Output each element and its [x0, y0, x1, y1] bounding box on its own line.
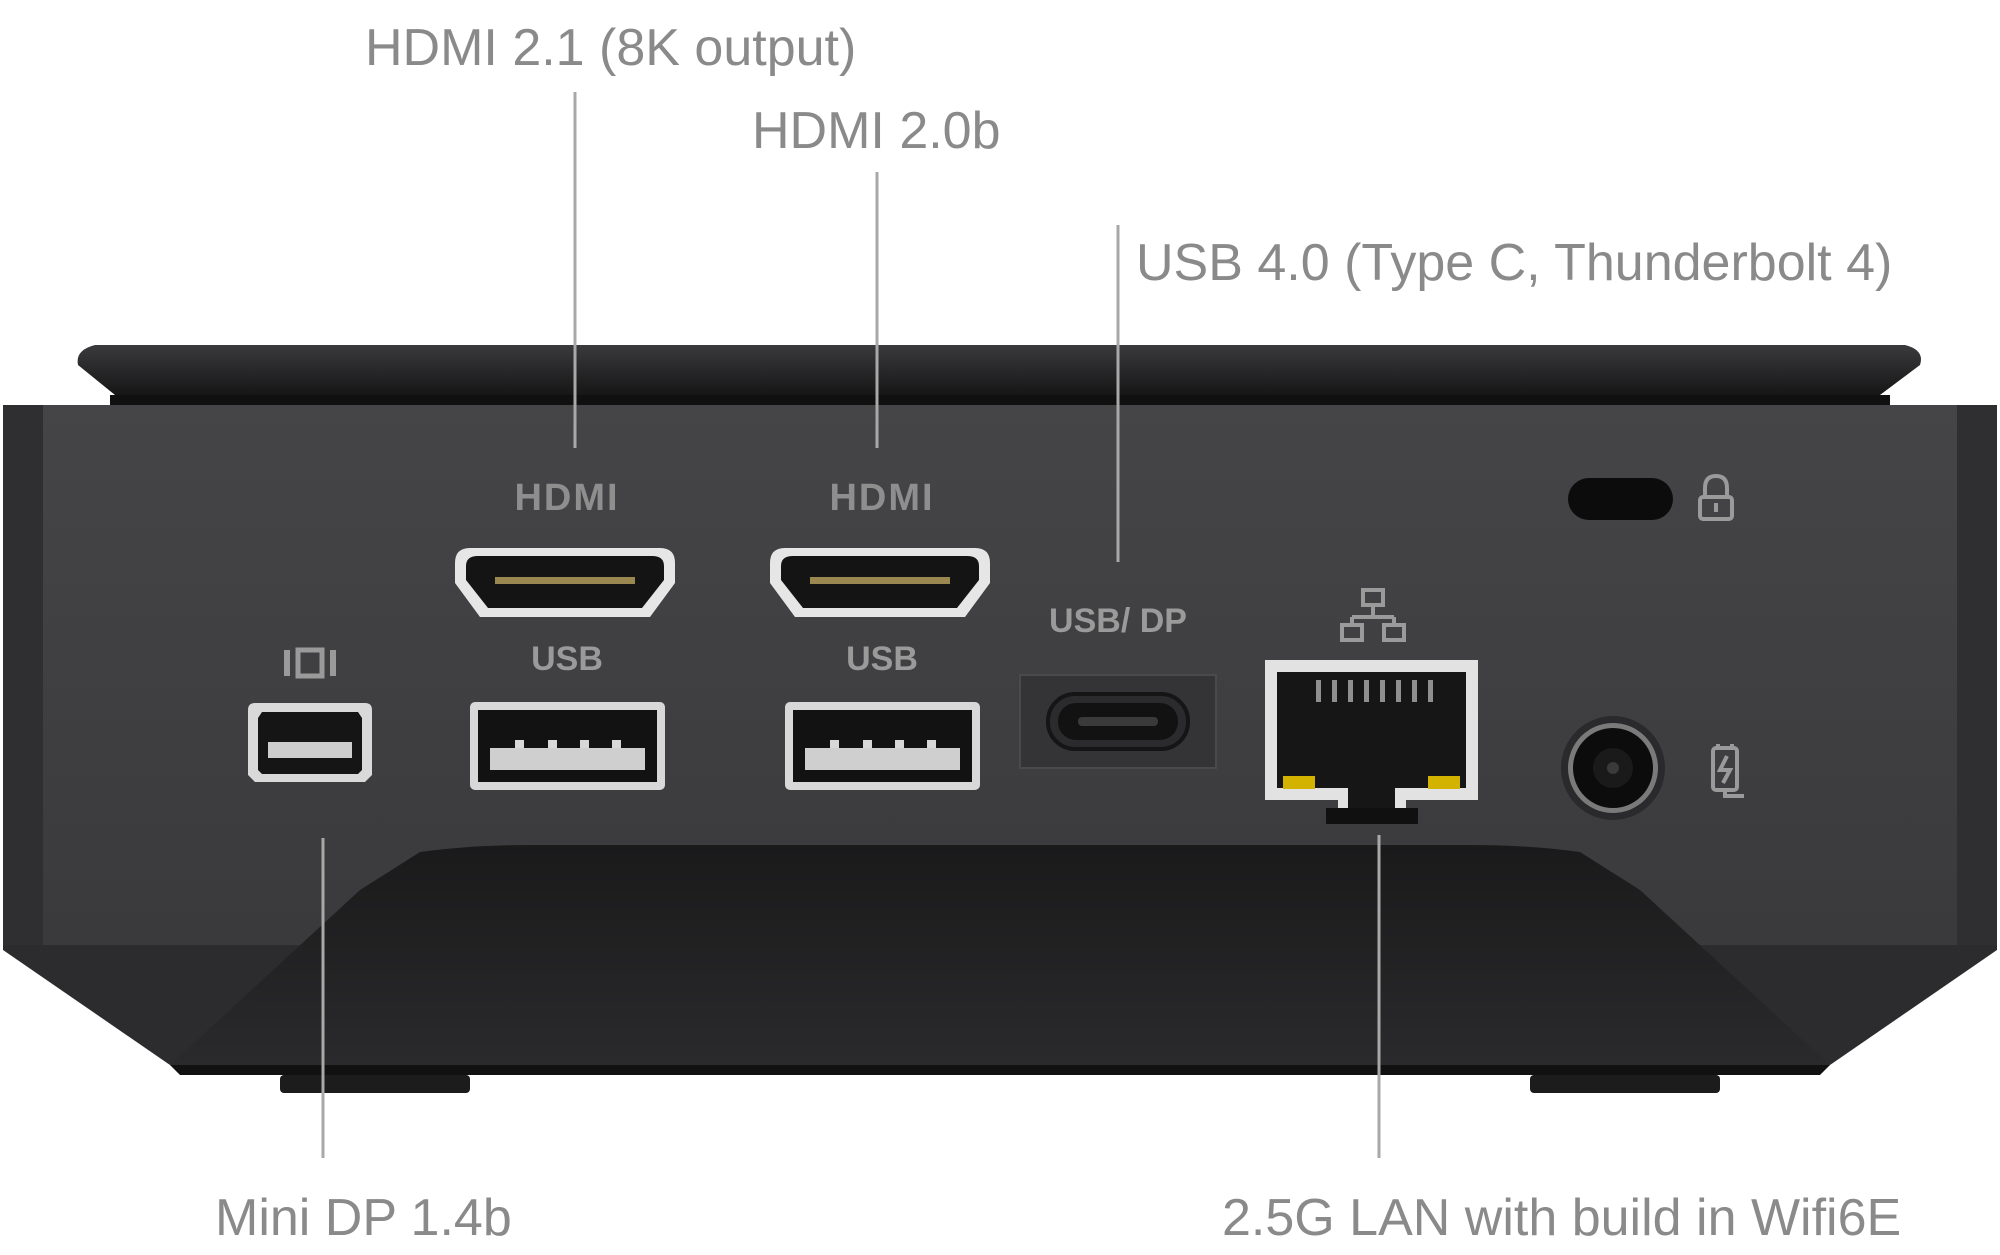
callout-hdmi20: HDMI 2.0b — [752, 102, 1001, 160]
callout-leader-lines — [321, 92, 1381, 1158]
usb-a-port-2 — [785, 702, 980, 790]
callout-minidp: Mini DP 1.4b — [215, 1189, 512, 1247]
dc-power-jack — [1561, 716, 1665, 820]
callout-usb4: USB 4.0 (Type C, Thunderbolt 4) — [1136, 234, 1893, 292]
chassis-base — [3, 845, 1997, 1075]
usb-label-2: USB — [846, 640, 918, 678]
usb-label-1: USB — [531, 640, 603, 678]
left-foot — [280, 1075, 470, 1093]
usb-dp-label: USB/ DP — [1049, 602, 1187, 640]
top-lid — [77, 345, 1922, 405]
callout-hdmi21: HDMI 2.1 (8K output) — [365, 19, 857, 77]
lan-port — [1265, 660, 1478, 824]
hdmi-logo-1: HDMI — [514, 477, 619, 519]
network-icon — [1340, 588, 1406, 642]
lan-led-left — [1283, 776, 1315, 789]
mini-displayport-icon — [284, 647, 336, 679]
lan-led-right — [1428, 776, 1460, 789]
usb-c-port — [1019, 674, 1217, 769]
callout-lan: 2.5G LAN with build in Wifi6E — [1222, 1189, 1902, 1247]
hdmi-logo-2: HDMI — [829, 477, 934, 519]
padlock-icon — [1698, 473, 1734, 521]
hdmi-port-2 — [770, 548, 990, 617]
right-foot — [1530, 1075, 1720, 1093]
power-plug-icon — [1711, 744, 1744, 798]
mini-displayport-port — [248, 703, 372, 782]
hdmi-port-1 — [455, 548, 675, 617]
security-lock-slot — [1568, 478, 1673, 520]
usb-a-port-1 — [470, 702, 665, 790]
